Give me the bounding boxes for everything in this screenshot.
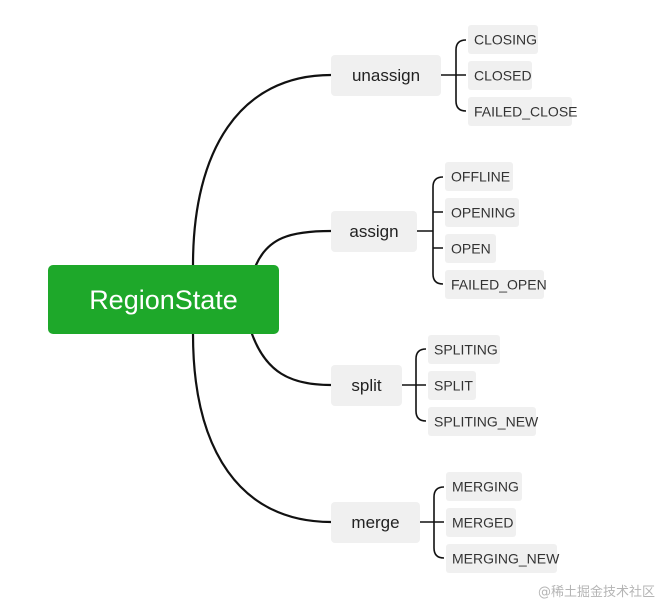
- leaf-label: OPENING: [451, 205, 516, 221]
- leaf-failed-close[interactable]: FAILED_CLOSE: [468, 97, 578, 126]
- leaf-spliting-new[interactable]: SPLITING_NEW: [428, 407, 539, 436]
- link-root-split: [250, 332, 333, 387]
- branch-label: split: [351, 376, 382, 395]
- branch-assign[interactable]: assign: [331, 211, 417, 252]
- leaf-spliting[interactable]: SPLITING: [428, 335, 500, 364]
- bracket-split: [402, 348, 427, 422]
- watermark: @稀土掘金技术社区: [537, 585, 655, 600]
- leaf-label: OFFLINE: [451, 169, 510, 185]
- leaf-offline[interactable]: OFFLINE: [445, 162, 513, 191]
- branch-split[interactable]: split: [331, 365, 402, 406]
- leaf-closing[interactable]: CLOSING: [468, 25, 538, 54]
- link-root-unassign: [191, 73, 333, 267]
- root-label: RegionState: [89, 285, 238, 315]
- leaf-label: SPLIT: [434, 378, 473, 394]
- root-node[interactable]: RegionState: [48, 265, 279, 334]
- leaf-merging-new[interactable]: MERGING_NEW: [446, 544, 560, 573]
- branch-unassign[interactable]: unassign: [331, 55, 441, 96]
- leaf-failed-open[interactable]: FAILED_OPEN: [445, 270, 547, 299]
- leaf-label: OPEN: [451, 241, 491, 257]
- leaf-label: CLOSED: [474, 68, 532, 84]
- leaf-label: FAILED_CLOSE: [474, 104, 578, 120]
- leaf-label: MERGING: [452, 479, 519, 495]
- leaf-label: SPLITING_NEW: [434, 414, 539, 430]
- leaf-label: MERGED: [452, 515, 513, 531]
- branch-merge[interactable]: merge: [331, 502, 420, 543]
- leaf-merged[interactable]: MERGED: [446, 508, 516, 537]
- leaf-label: SPLITING: [434, 342, 498, 358]
- branch-label: unassign: [352, 66, 420, 85]
- leaf-split[interactable]: SPLIT: [428, 371, 476, 400]
- leaf-label: CLOSING: [474, 32, 537, 48]
- bracket-unassign: [441, 39, 467, 112]
- leaf-label: FAILED_OPEN: [451, 277, 547, 293]
- leaf-closed[interactable]: CLOSED: [468, 61, 532, 90]
- branch-label: merge: [351, 513, 399, 532]
- link-root-merge: [191, 332, 333, 524]
- leaf-open[interactable]: OPEN: [445, 234, 496, 263]
- leaf-label: MERGING_NEW: [452, 551, 560, 567]
- leaf-merging[interactable]: MERGING: [446, 472, 522, 501]
- bracket-assign: [417, 176, 444, 285]
- branch-label: assign: [349, 222, 398, 241]
- link-root-assign: [254, 229, 333, 267]
- bracket-merge: [420, 486, 445, 559]
- leaf-opening[interactable]: OPENING: [445, 198, 519, 227]
